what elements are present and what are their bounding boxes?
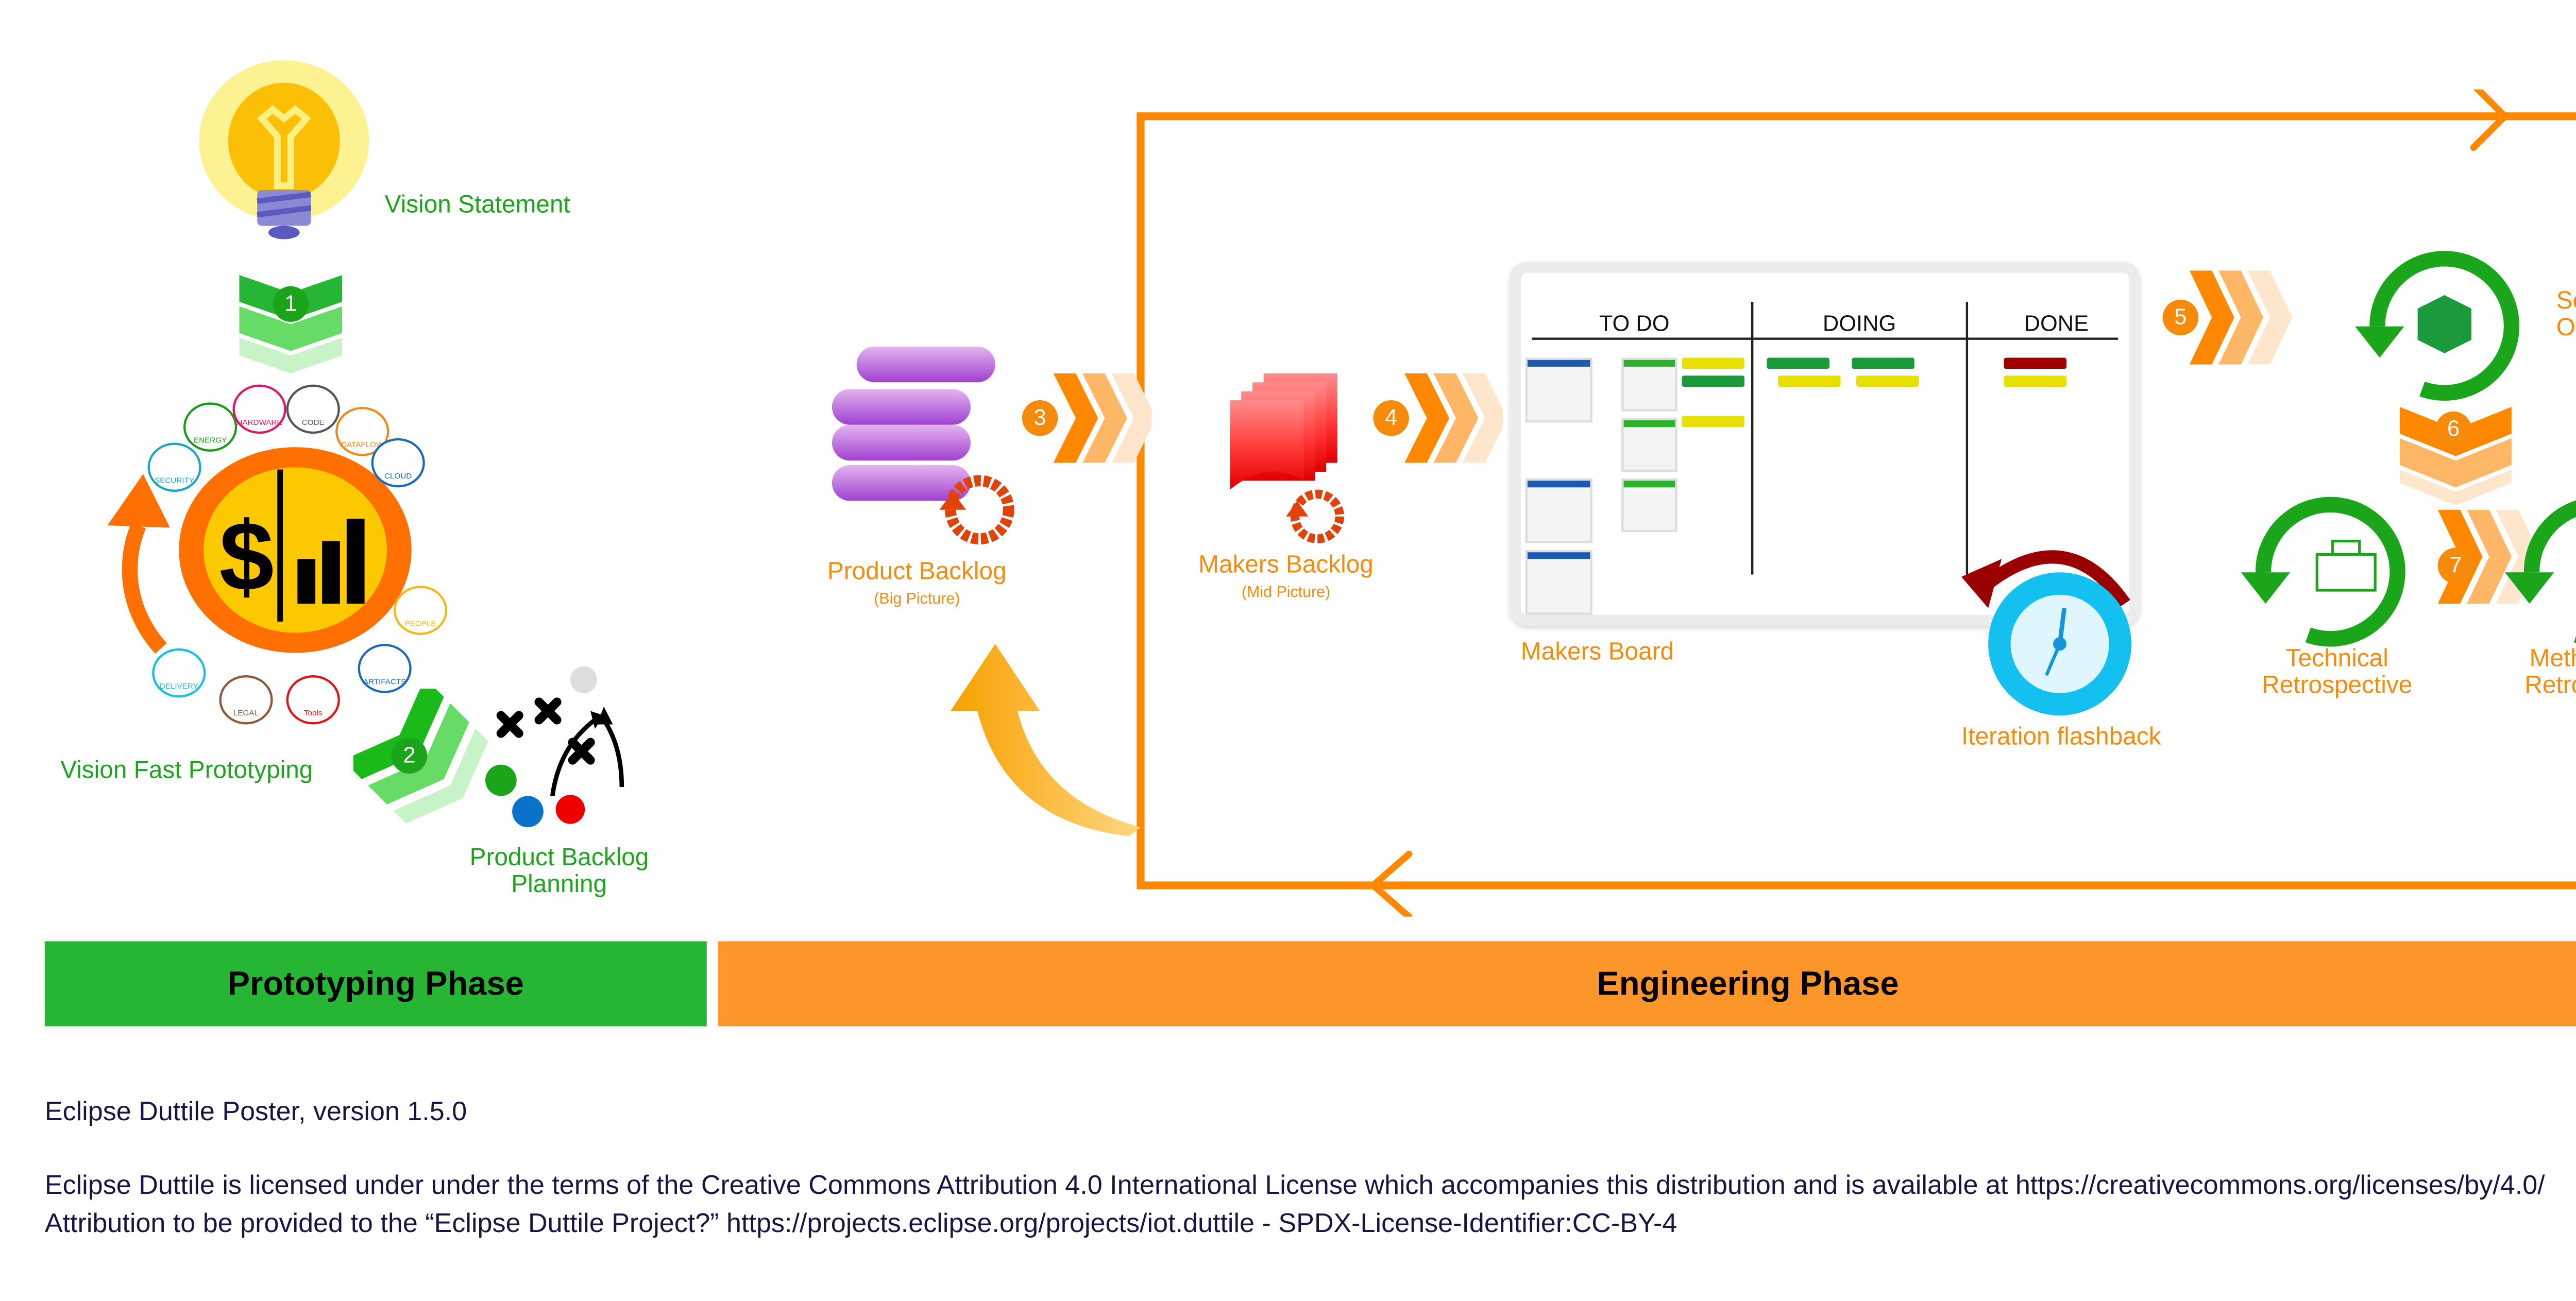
iteration-flashback-icon: [1935, 537, 2158, 727]
board-header-line: [1532, 337, 2118, 339]
phase-prototyping: Prototyping Phase: [45, 941, 707, 1026]
sticky-note: [1856, 375, 1919, 387]
board-card: [1621, 478, 1677, 532]
step-3-badge: 3: [1022, 400, 1058, 436]
svg-text:$: $: [219, 502, 274, 611]
product-backlog-icon: [827, 335, 1029, 559]
sticky-note: [1682, 358, 1744, 369]
makers-backlog-subtitle: (Mid Picture): [1174, 586, 1398, 601]
solution-overview-line2: Overview: [2556, 315, 2576, 342]
step-2-badge: 2: [392, 738, 427, 774]
technical-retrospective-line1: Technical: [2259, 646, 2415, 673]
license-line-1: Eclipse Duttile is licensed under under …: [45, 1169, 2545, 1201]
tile-people: PEOPLE: [394, 586, 447, 635]
playbook-icon: [479, 657, 640, 827]
board-card: [1526, 478, 1592, 543]
makers-backlog-title: Makers Backlog: [1174, 552, 1398, 579]
board-card: [1621, 418, 1677, 472]
phase-engineering: Engineering Phase: [718, 941, 2576, 1026]
tile-delivery: DELIVERY: [152, 648, 206, 698]
step-4-badge: 4: [1373, 400, 1409, 436]
tile-code: CODE: [286, 385, 340, 434]
product-backlog-subtitle: (Big Picture): [805, 592, 1029, 608]
step-6-badge: 6: [2435, 412, 2471, 447]
technical-retrospective-label: Technical Retrospective: [2259, 646, 2415, 700]
license-line-2: Attribution to be provided to the “Eclip…: [45, 1207, 1677, 1239]
tile-legal: LEGAL: [219, 675, 273, 725]
makers-backlog-icon: [1219, 369, 1376, 547]
sticky-note: [1767, 358, 1829, 369]
vision-fast-prototyping-label: Vision Fast Prototyping: [60, 758, 313, 785]
sticky-note: [1682, 416, 1744, 427]
product-backlog-planning-line1: Product Backlog: [470, 845, 649, 872]
product-backlog-label: Product Backlog (Big Picture): [805, 559, 1029, 608]
sticky-note: [2004, 375, 2067, 387]
tile-energy: ENERGY: [183, 402, 237, 452]
board-column-todo: TO DO: [1599, 313, 1670, 338]
iteration-flashback-label: Iteration flashback: [1961, 724, 2161, 751]
tile-hardware: HARDWARE: [232, 385, 286, 434]
solution-overview-line1: Solution: [2556, 288, 2576, 315]
board-divider-1: [1751, 302, 1753, 575]
lightbulb-icon: [195, 56, 374, 280]
tile-tools: Tools: [286, 675, 340, 725]
tile-security: SECURITY: [148, 443, 201, 492]
sticky-note: [1682, 375, 1744, 387]
step-5-chevron-icon: [2190, 270, 2293, 364]
product-backlog-title: Product Backlog: [805, 559, 1029, 586]
poster-version: Eclipse Duttile Poster, version 1.5.0: [45, 1095, 467, 1127]
board-column-done: DONE: [2024, 313, 2089, 338]
product-backlog-planning-line2: Planning: [470, 872, 649, 899]
sticky-note: [2004, 358, 2067, 369]
makers-backlog-label: Makers Backlog (Mid Picture): [1174, 552, 1398, 602]
sticky-note: [1778, 375, 1841, 387]
methodology-retrospective-line2: Retrospective: [2516, 673, 2576, 700]
board-card: [1526, 550, 1592, 615]
board-card: [1621, 358, 1677, 412]
technical-retrospective-line2: Retrospective: [2259, 673, 2415, 700]
methodology-retrospective-icon: [2500, 483, 2576, 653]
tile-cloud: CLOUD: [371, 438, 425, 488]
solution-overview-label: Solution Overview: [2556, 288, 2576, 342]
board-divider-2: [1966, 302, 1968, 575]
step-1-badge: 1: [273, 286, 309, 322]
solution-overview-icon: [2355, 232, 2538, 411]
tile-artifacts: ARTIFACTS: [358, 644, 412, 693]
return-arrow-icon: [906, 630, 1152, 843]
methodology-retrospective-line1: Methodology: [2516, 646, 2576, 673]
step-7-badge: 7: [2438, 548, 2473, 584]
technical-retrospective-icon: [2236, 483, 2420, 653]
methodology-retrospective-label: Methodology Retrospective: [2516, 646, 2576, 700]
makers-board-label: Makers Board: [1521, 640, 1674, 666]
step-3-chevron-icon: [1054, 373, 1152, 463]
step-4-chevron-icon: [1404, 373, 1503, 463]
board-card: [1526, 358, 1592, 423]
board-column-doing: DOING: [1823, 313, 1896, 338]
sticky-note: [1852, 358, 1914, 369]
product-backlog-planning-label: Product Backlog Planning: [470, 845, 649, 899]
vision-statement-label: Vision Statement: [385, 192, 570, 219]
